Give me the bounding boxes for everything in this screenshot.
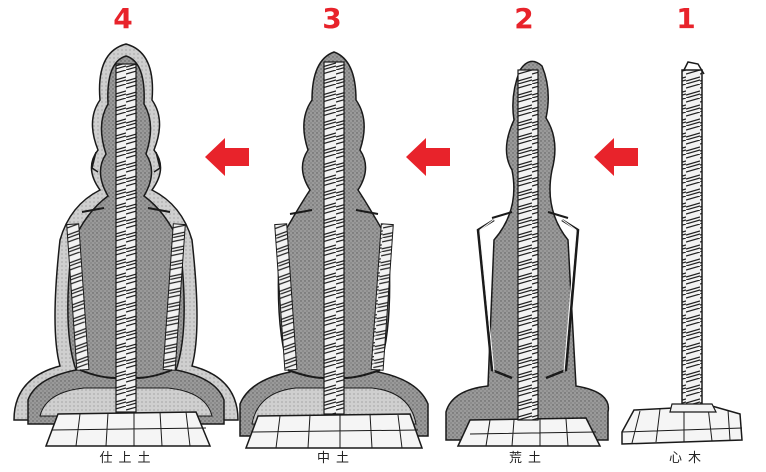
figure-3-middle-clay bbox=[240, 52, 428, 448]
stage-3-caption: 中土 bbox=[276, 447, 396, 466]
stage-2-caption: 荒土 bbox=[468, 447, 588, 466]
figure-4-finishing-clay bbox=[14, 44, 238, 446]
figure-2-rough-clay bbox=[446, 61, 608, 446]
stage-4-caption: 仕上土 bbox=[68, 447, 188, 466]
stage-1-caption: 心木 bbox=[628, 447, 748, 466]
figure-1-core-wood bbox=[622, 62, 742, 444]
